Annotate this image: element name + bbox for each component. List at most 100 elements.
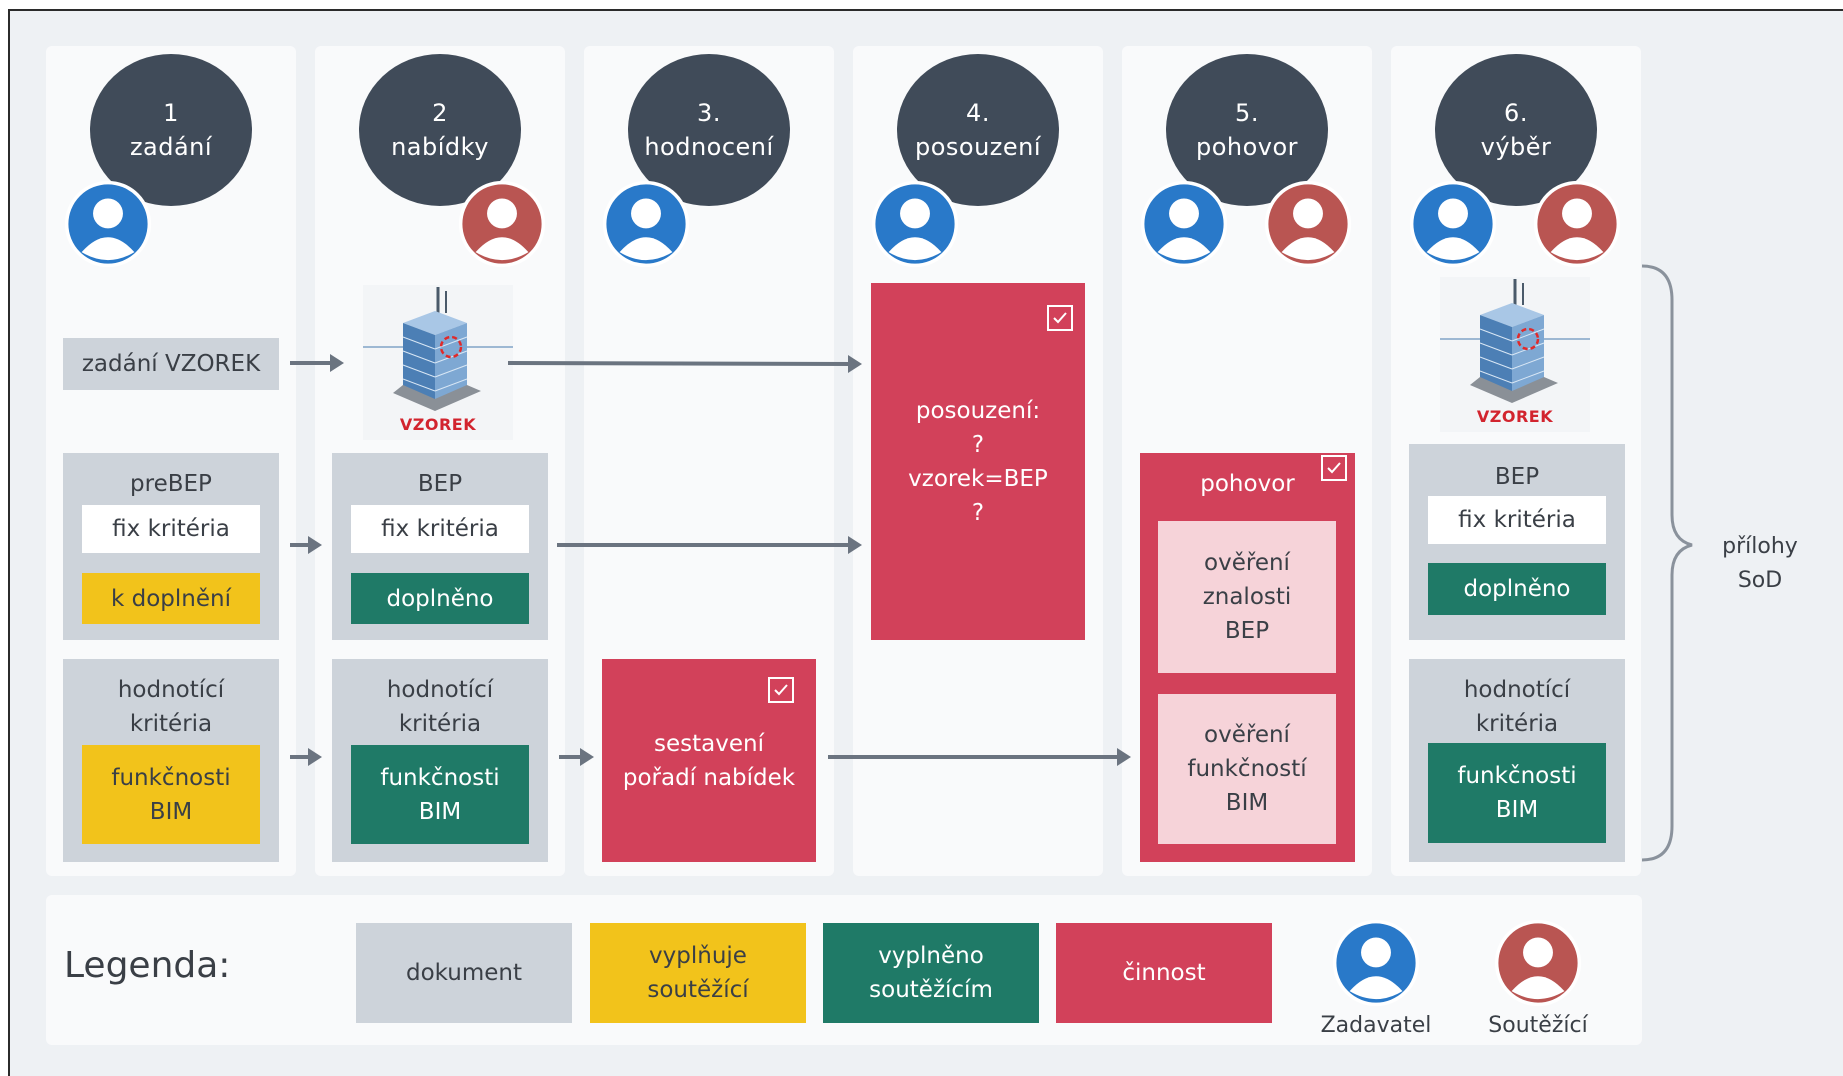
brace-icon (1641, 264, 1693, 862)
doplneno-label: doplněno (1463, 576, 1571, 602)
sod-label: SoD (1737, 568, 1783, 593)
legend-vyplneno-label: vyplněno (878, 943, 984, 969)
step-number: 6. (1504, 99, 1528, 127)
overeni-label: ověření (1204, 550, 1290, 576)
step-number: 2 (432, 99, 448, 127)
vzorek-label: VZOREK (1476, 407, 1554, 426)
arrowhead-icon (848, 355, 862, 373)
legend-cinnost-label: činnost (1122, 960, 1206, 986)
step-label: nabídky (391, 133, 489, 161)
building-vzorek-icon: VZOREK (363, 285, 513, 440)
kriteria-label: kritéria (398, 711, 482, 737)
legend-soutezici-caption: Soutěžící (1488, 1013, 1588, 1038)
legend-vyplneno: vyplněno soutěžícím (823, 923, 1039, 1023)
funkcnosti-bim-box: funkčnosti BIM (82, 745, 260, 844)
legend-vyplnuje: vyplňuje soutěžící (590, 923, 806, 1023)
poradi-nabidek-label: pořadí nabídek (622, 764, 796, 791)
step-number: 4. (966, 99, 990, 127)
building-icon (1440, 279, 1590, 403)
zadavatel-avatar-icon (64, 180, 152, 268)
step-number: 3. (697, 99, 721, 127)
k-doplneni-label: k doplnění (111, 585, 231, 612)
doplneno-label: doplněno (386, 585, 494, 612)
zadavatel-avatar-icon (1332, 919, 1420, 1007)
bep-label: BEP (1224, 618, 1270, 644)
zadani-vzorek-box: zadání VZOREK (63, 338, 279, 390)
legend-souteziciim-label: soutěžícím (869, 977, 993, 1003)
arrowhead-icon (308, 748, 322, 766)
funkcnosti-bim-box: funkčnosti BIM (1428, 743, 1606, 843)
question-mark: ? (971, 431, 985, 458)
hodnotici-label: hodnotící (386, 677, 494, 703)
arrowhead-icon (848, 536, 862, 554)
overeni-funkcnosti-bim-box: ověření funkčností BIM (1158, 694, 1336, 844)
step-number: 5. (1235, 99, 1259, 127)
fix-kriteria-box: fix kritéria (351, 505, 529, 553)
building-icon (363, 287, 513, 411)
arrowhead-icon (308, 536, 322, 554)
kriteria-label: kritéria (1475, 711, 1559, 737)
legend-soutezici-label: soutěžící (647, 977, 749, 1003)
step-number: 1 (163, 99, 179, 127)
posouzeni-label: posouzení: (915, 397, 1041, 424)
step-label: pohovor (1195, 133, 1299, 161)
step-5-circle: 5. pohovor (1166, 54, 1328, 206)
fix-kriteria-label: fix kritéria (1458, 507, 1576, 533)
legend-vyplnuje-label: vyplňuje (649, 943, 747, 969)
zadani-vzorek-label: zadání VZOREK (81, 351, 261, 377)
legend-zadavatel-label: Zadavatel (1320, 1013, 1432, 1038)
prilohy-label: přílohy (1722, 534, 1798, 559)
fix-kriteria-label: fix kritéria (112, 516, 230, 542)
doplneno-box: doplněno (351, 573, 529, 624)
bim-label: BIM (418, 798, 462, 825)
step-1-circle: 1 zadání (90, 54, 252, 206)
zadavatel-avatar-icon (1140, 180, 1228, 268)
arrowhead-icon (580, 748, 594, 766)
step-3-circle: 3. hodnocení (628, 54, 790, 206)
hodnotici-label: hodnotící (117, 677, 225, 703)
bim-label: BIM (149, 798, 193, 825)
checkbox-icon (1047, 305, 1073, 331)
arrow-line (507, 361, 853, 366)
legend-cinnost: činnost (1056, 923, 1272, 1023)
znalosti-label: znalosti (1202, 584, 1292, 610)
step-4-circle: 4. posouzení (897, 54, 1059, 206)
zadavatel-avatar-icon (1409, 180, 1497, 268)
posouzeni-activity: posouzení: ? vzorek=BEP ? (871, 283, 1085, 640)
soutezici-avatar-icon (1494, 919, 1582, 1007)
funkcnosti-label: funkčností (1187, 756, 1307, 782)
arrowhead-icon (1117, 748, 1131, 766)
legend: Legenda: dokument vyplňuje soutěžící vyp… (46, 895, 1642, 1045)
vzorek-label: VZOREK (399, 415, 477, 434)
arrowhead-icon (330, 354, 344, 372)
bim-label: BIM (1225, 790, 1269, 816)
funkcnosti-label: funkčnosti (111, 764, 231, 791)
pohovor-label: pohovor (1200, 471, 1295, 497)
bep-label: BEP (417, 471, 463, 497)
soutezici-avatar-icon (458, 180, 546, 268)
prebep-label: preBEP (130, 471, 212, 497)
fix-kriteria-box: fix kritéria (1428, 496, 1606, 544)
legend-dokument: dokument (356, 923, 572, 1023)
checkbox-icon (1321, 455, 1347, 481)
funkcnosti-label: funkčnosti (380, 764, 500, 791)
zadavatel-avatar-icon (602, 180, 690, 268)
hodnotici-label: hodnotící (1463, 677, 1571, 703)
overeni-znalosti-bep-box: ověření znalosti BEP (1158, 521, 1336, 673)
checkbox-icon (768, 677, 794, 703)
step-6-circle: 6. výběr (1435, 54, 1597, 206)
funkcnosti-bim-box: funkčnosti BIM (351, 745, 529, 844)
sestaveni-label: sestavení (654, 730, 764, 757)
doplneno-box: doplněno (1428, 563, 1606, 615)
zadavatel-avatar-icon (871, 180, 959, 268)
fix-kriteria-label: fix kritéria (381, 516, 499, 542)
step-label: výběr (1480, 133, 1552, 161)
step-label: zadání (129, 133, 213, 161)
soutezici-avatar-icon (1264, 180, 1352, 268)
vzorek-bep-label: vzorek=BEP (908, 465, 1048, 492)
bim-label: BIM (1495, 797, 1539, 823)
fix-kriteria-box: fix kritéria (82, 505, 260, 553)
funkcnosti-label: funkčnosti (1457, 763, 1577, 789)
